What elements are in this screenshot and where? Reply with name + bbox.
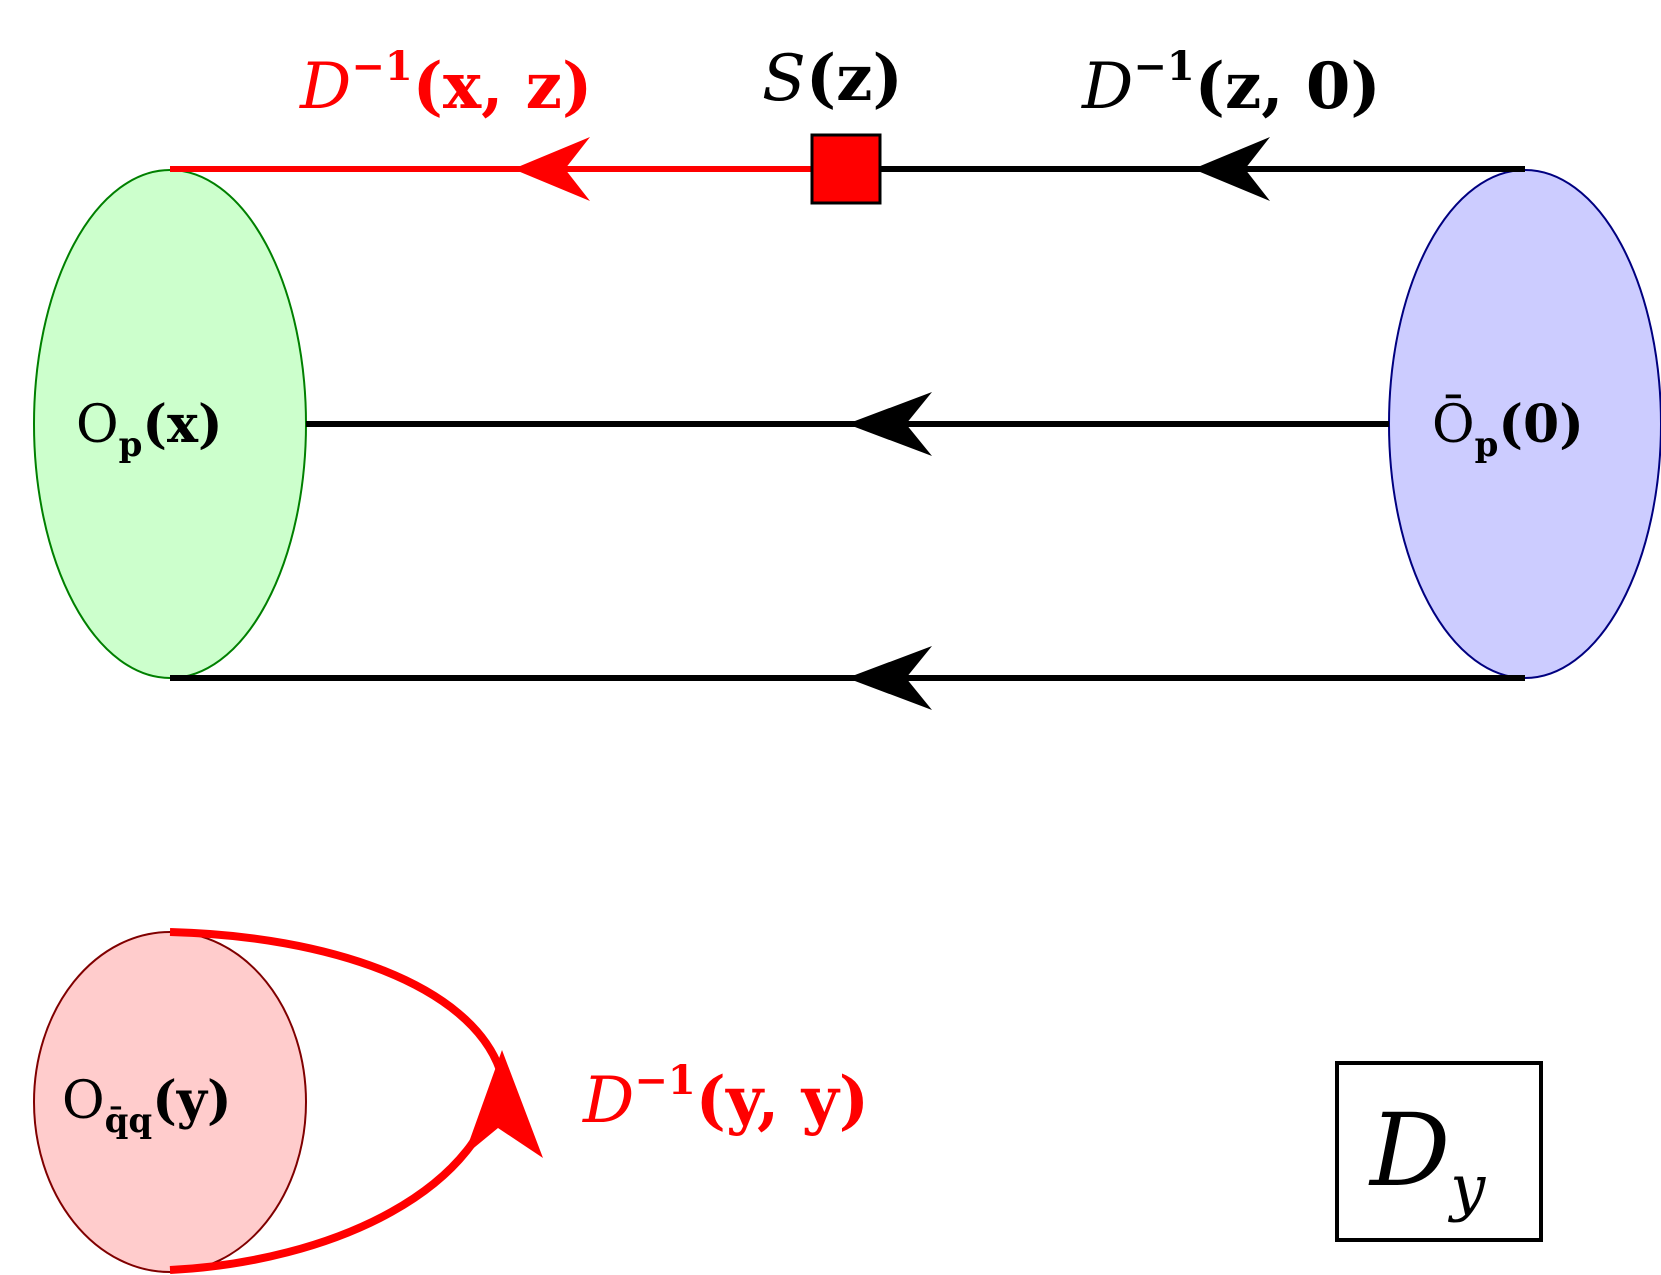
diagram-name-label: Dy — [1368, 1092, 1486, 1224]
middle-quark-arrow — [847, 392, 932, 456]
label-propagator-z-0: D−1(z, 0) — [1081, 43, 1381, 124]
insertion-vertex — [810, 133, 882, 205]
propagator-arrow-x-z — [513, 137, 590, 201]
propagator-arrow-z-0 — [1193, 137, 1270, 201]
loop-propagator-arrow — [464, 1050, 543, 1158]
label-insertion: S(z) — [762, 41, 903, 116]
label-propagator-x-z: D−1(x, z) — [299, 43, 592, 124]
label-loop-operator: Oq̄q(y) — [62, 1070, 232, 1141]
label-loop-propagator: D−1(y, y) — [582, 1057, 869, 1138]
diagram-name-box — [1335, 1061, 1543, 1242]
label-sink-operator: Op(x) — [76, 394, 223, 465]
bottom-quark-arrow — [847, 646, 932, 710]
label-source-operator: Ōp(0) — [1432, 394, 1584, 465]
